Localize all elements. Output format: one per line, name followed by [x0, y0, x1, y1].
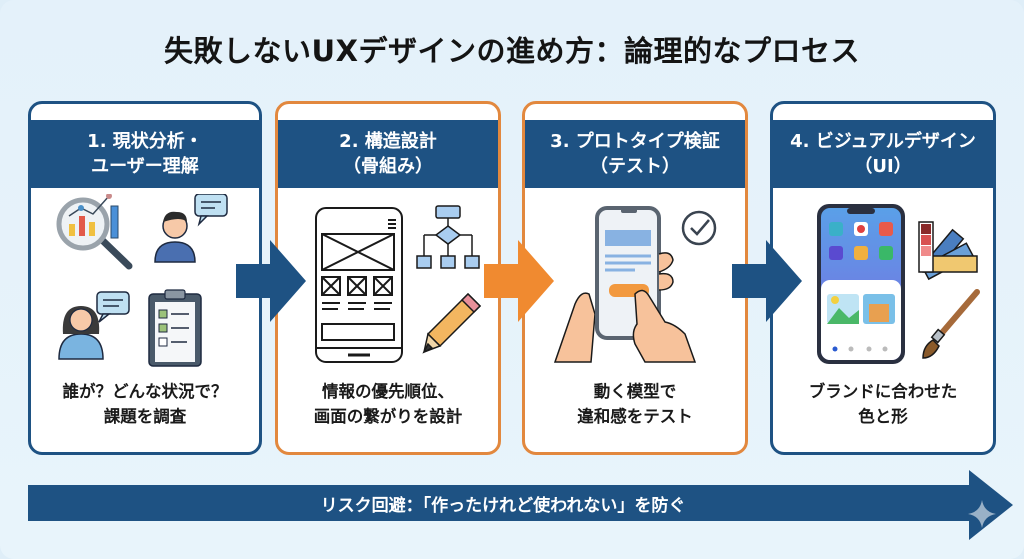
step-card-analysis: 1. 現状分析・ ユーザー理解: [28, 101, 262, 455]
step-illustration: [278, 194, 498, 369]
step-illustration: [525, 194, 745, 369]
desc-line1: 情報の優先順位、: [322, 382, 454, 401]
desc-line2: 違和感をテスト: [577, 407, 693, 426]
step-illustration: [773, 194, 993, 369]
desc-line2: 画面の繋がりを設計: [313, 407, 463, 426]
risk-banner-arrow: [28, 470, 1013, 540]
step-description: ブランドに合わせた 色と形: [773, 379, 993, 429]
step-title-line2: （骨組み）: [343, 156, 433, 177]
step-title-line2: ユーザー理解: [91, 156, 199, 177]
step-header: 1. 現状分析・ ユーザー理解: [31, 120, 259, 188]
color-swatch-icon: [918, 221, 978, 281]
step-header: 4. ビジュアルデザイン （UI）: [773, 120, 993, 188]
step-title-line1: 1. 現状分析・: [87, 131, 203, 152]
step-description: 動く模型で 違和感をテスト: [525, 379, 745, 429]
magnifier-chart-icon: [56, 193, 133, 270]
arrow-right-icon: [484, 240, 554, 322]
desc-line1: 誰が？どんな状況で？: [62, 382, 228, 401]
arrow-right-icon: [732, 240, 802, 322]
check-circle-icon: [681, 210, 717, 246]
step-header: 3. プロトタイプ検証 （テスト）: [525, 120, 745, 188]
step-card-visual-design: 4. ビジュアルデザイン （UI）: [770, 101, 996, 455]
risk-banner-text: リスク回避：「作ったけれど使われない」を防ぐ: [320, 495, 686, 516]
woman-speech-icon: [58, 291, 130, 360]
wireframe-phone-icon: [315, 207, 403, 363]
step-title-line1: 2. 構造設計: [339, 131, 437, 152]
flowchart-icon: [416, 205, 480, 269]
paintbrush-icon: [922, 289, 980, 359]
step-description: 誰が？どんな状況で？ 課題を調査: [31, 379, 259, 429]
desc-line2: 色と形: [858, 407, 908, 426]
step-card-structure: 2. 構造設計 （骨組み）: [275, 101, 501, 455]
step-title-line1: 4. ビジュアルデザイン: [790, 131, 976, 152]
step-header: 2. 構造設計 （骨組み）: [278, 120, 498, 188]
arrow-right-icon: [236, 240, 306, 322]
step-card-prototype: 3. プロトタイプ検証 （テスト） 動く模型で: [522, 101, 748, 455]
pencil-icon: [422, 292, 482, 354]
desc-line1: ブランドに合わせた: [808, 382, 958, 401]
step-title-line2: （UI）: [854, 156, 912, 177]
hand-phone-tap-icon: [553, 206, 697, 363]
checklist-clipboard-icon: [148, 289, 202, 367]
step-illustration: [31, 193, 259, 369]
desc-line2: 課題を調査: [103, 407, 187, 426]
sparkle-icon: [968, 500, 996, 528]
app-ui-phone-icon: [817, 204, 905, 364]
desc-line1: 動く模型で: [593, 382, 677, 401]
step-description: 情報の優先順位、 画面の繋がりを設計: [278, 379, 498, 429]
user-speech-icon: [154, 193, 228, 263]
step-title-line2: （テスト）: [590, 156, 680, 177]
page-title: 失敗しないUXデザインの進め方：論理的なプロセス: [164, 34, 860, 68]
step-title-line1: 3. プロトタイプ検証: [550, 131, 720, 152]
